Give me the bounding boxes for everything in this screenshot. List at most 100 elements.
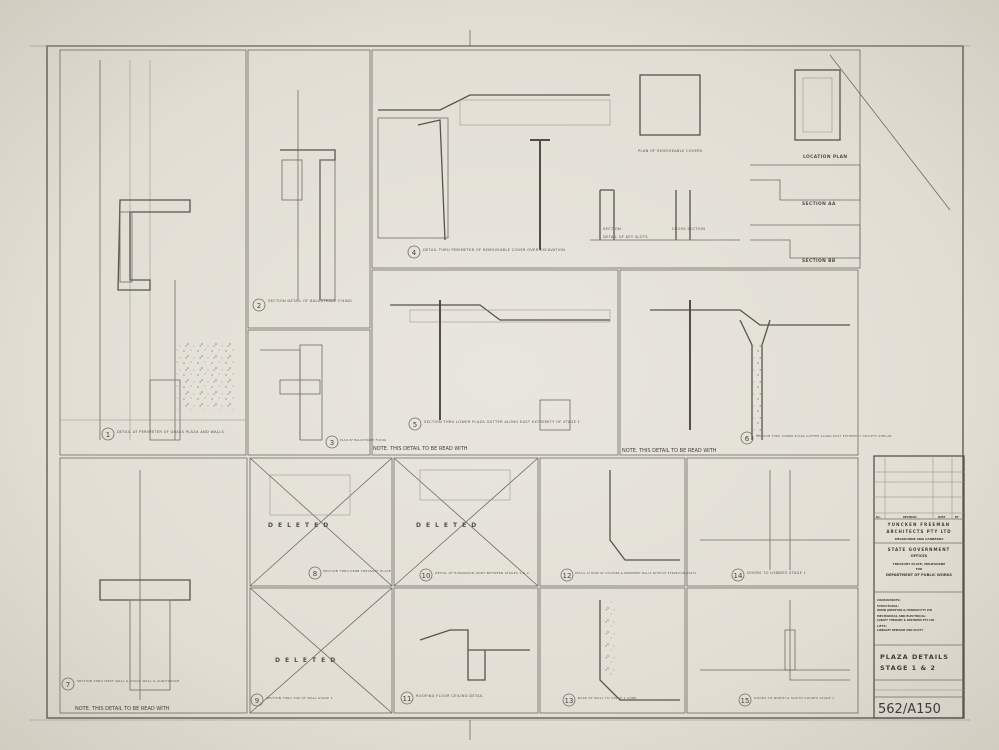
drawing-text: DETAIL THRU PERIMETER OF REMOVEABLE COVE… xyxy=(423,248,565,252)
drawing-text: DELETED xyxy=(416,522,481,529)
drawing-text: DEPARTMENT OF PUBLIC WORKS xyxy=(886,573,952,577)
detail-5-drawing xyxy=(390,300,611,431)
drawing-mark xyxy=(560,568,574,582)
drawing-text: DETAIL OF KEY SLOTS xyxy=(603,235,648,239)
drawing-mark xyxy=(325,435,339,449)
drawing-text: 3 xyxy=(330,439,334,447)
drawing-text: 8 xyxy=(313,570,317,578)
drawing-mark xyxy=(252,298,266,312)
drawing-text: DOORS TO NORTH & SOUTH COURTS STAGE 1 xyxy=(754,696,834,700)
drawing-text: 1 xyxy=(106,431,110,439)
drawing-text: TREASURY PLACE, MELBOURNE xyxy=(893,562,946,566)
detail-7-drawing xyxy=(99,470,191,700)
drawing-text: 13 xyxy=(565,697,574,705)
drawing-text: SECTION xyxy=(603,227,621,231)
drawing-text: 14 xyxy=(734,572,743,580)
drawing-text: PLAN OF BALUSTRADE FIXING xyxy=(340,438,386,442)
detail-4-drawing xyxy=(377,94,611,250)
title-block: No. REVISION DATE BY YUNCKEN FREEMAN ARC… xyxy=(873,455,965,719)
location-plan-drawing xyxy=(750,54,951,259)
detail-captions: 1 DETAIL AT PERIMETER OF GRASS PLAZA AND … xyxy=(61,245,892,707)
drawing-text: DETAIL OF EXPANSION JOINT BETWEEN STAGES… xyxy=(435,571,529,575)
drawing-text: 10 xyxy=(422,572,431,580)
drawing-text: IRWIN JOHNSTON & HODDON PTY LTD xyxy=(877,608,933,612)
drawing-text: PLAZA DETAILS xyxy=(880,653,949,661)
drawing-text: MECHANICAL AND ELECTRICAL: xyxy=(877,614,926,618)
drawing-text: 5 xyxy=(413,421,417,429)
detail-4-label: 4 DETAIL THRU PERIMETER OF REMOVEABLE COV… xyxy=(407,245,565,259)
drawing-mark xyxy=(408,417,422,431)
drawing-text: 12 xyxy=(563,572,572,580)
drawing-mark xyxy=(419,568,433,582)
drawing-mark xyxy=(740,431,754,445)
drawing-text: DELETED xyxy=(268,522,333,529)
drawing-text: CONSULTANTS: xyxy=(877,598,901,602)
drawing-text: NOTE. THIS DETAIL TO BE READ WITH xyxy=(373,446,468,452)
drawing-text: LOBLEY THROSBY & PARTNERS PTY LTD xyxy=(877,618,935,622)
drawing-text: DOORS TO LOBBIES STAGE 1 xyxy=(747,571,806,575)
drawing-text: BY xyxy=(955,515,959,519)
detail-10-label: 10 DETAIL OF EXPANSION JOINT BETWEEN STAG… xyxy=(419,568,529,582)
drawing-text: DELETED xyxy=(275,657,340,664)
drawing-text: 4 xyxy=(412,249,417,257)
drawing-mark xyxy=(250,693,264,707)
drawing-mark xyxy=(400,691,414,705)
deleted-crosses xyxy=(249,457,539,714)
drawing-text: 2 xyxy=(257,302,261,310)
drawing-text: SECTION DETAIL OF BALUSTRADE FIXING xyxy=(268,299,352,303)
drawing-text: CROSS SECTION xyxy=(672,227,705,231)
detail-6-label: 6 SECTION THRU LOWER PLAZA GUTTER ALONG E… xyxy=(740,431,892,445)
drawing-text: 15 xyxy=(741,697,750,705)
detail-1-drawing xyxy=(60,60,245,441)
drawing-text: REVISION xyxy=(903,515,916,519)
panel-frames xyxy=(59,49,861,714)
drawing-text: FOR xyxy=(916,567,923,571)
detail-8-label: 8 SECTION THRU KERB TREASURY PLACE xyxy=(308,566,391,580)
detail-5-label: 5 SECTION THRU LOWER PLAZA GUTTER ALONG E… xyxy=(408,417,580,431)
drawing-text: OFFICES xyxy=(911,554,928,558)
drawing-text: SECTION THRU KERB TREASURY PLACE xyxy=(323,569,391,573)
drawing-text: No. xyxy=(876,515,881,519)
view-labels: PLAN OF REMOVEABLE COVERS SECTION CROSS … xyxy=(75,149,847,712)
detail-3-drawing xyxy=(260,344,323,441)
drawing-text: 562/A150 xyxy=(878,702,941,717)
drawing-text: LIFTS: xyxy=(877,624,887,628)
drawing-text: DETAIL AT PERIMETER OF GRASS PLAZA AND W… xyxy=(117,430,224,434)
drawing-text: LINDSLEY REMAINE AND SCOTT xyxy=(877,628,923,632)
drawing-mark xyxy=(731,568,745,582)
drawing-text: SECTION BB xyxy=(802,258,836,264)
detail-1-label: 1 DETAIL AT PERIMETER OF GRASS PLAZA AND … xyxy=(101,427,224,441)
drawing-text: DATE xyxy=(938,515,946,519)
drawing-text: BASE OF WALL TO STAGE 1 CORE xyxy=(578,696,637,700)
drawing-text: NOTE. THIS DETAIL TO BE READ WITH xyxy=(622,448,717,454)
drawing-text: STRUCTURAL: xyxy=(877,604,899,608)
drawing-mark xyxy=(61,677,75,691)
drawing-mark xyxy=(308,566,322,580)
drawing-text: SECTION THRU WEST WALL & STAGE WALL & AU… xyxy=(77,679,180,683)
drawing-mark xyxy=(562,693,576,707)
drawing-mark xyxy=(407,245,421,259)
drawing-mark xyxy=(738,693,752,707)
key-slots-drawing xyxy=(590,74,740,241)
drawing-text: 6 xyxy=(745,435,750,443)
drawing-text: SECTION THRU LOWER PLAZA GUTTER ALONG EA… xyxy=(424,420,580,424)
drawing-text: NOTE. THIS DETAIL TO BE READ WITH xyxy=(75,706,170,712)
detail-14-label: 14 DOORS TO LOBBIES STAGE 1 xyxy=(731,568,806,582)
detail-9-label: 9 SECTION THRU TOP OF WALL STAGE 1 xyxy=(250,693,333,707)
detail-13-label: 13 BASE OF WALL TO STAGE 1 CORE xyxy=(562,693,637,707)
sheet-border xyxy=(30,30,970,740)
drawing-text: SECTION AA xyxy=(802,201,836,207)
drawing-text: 9 xyxy=(255,697,259,705)
details-11-15-drawings xyxy=(419,470,850,701)
drawing-text: SECTION THRU TOP OF WALL STAGE 1 xyxy=(266,696,333,700)
drawing-text: PLAN OF REMOVEABLE COVERS xyxy=(638,149,703,153)
drawing-text: ROOFING FLOOR CEILING DETAIL xyxy=(416,694,484,698)
drawing-text: STATE GOVERNMENT xyxy=(888,547,951,552)
drawing-text: SECTION THRU LOWER PLAZA GUTTER ALONG EA… xyxy=(756,434,892,438)
drawing-text: DETAIL AT BASE OF COLUMNS & RENDERED WAL… xyxy=(575,571,696,575)
